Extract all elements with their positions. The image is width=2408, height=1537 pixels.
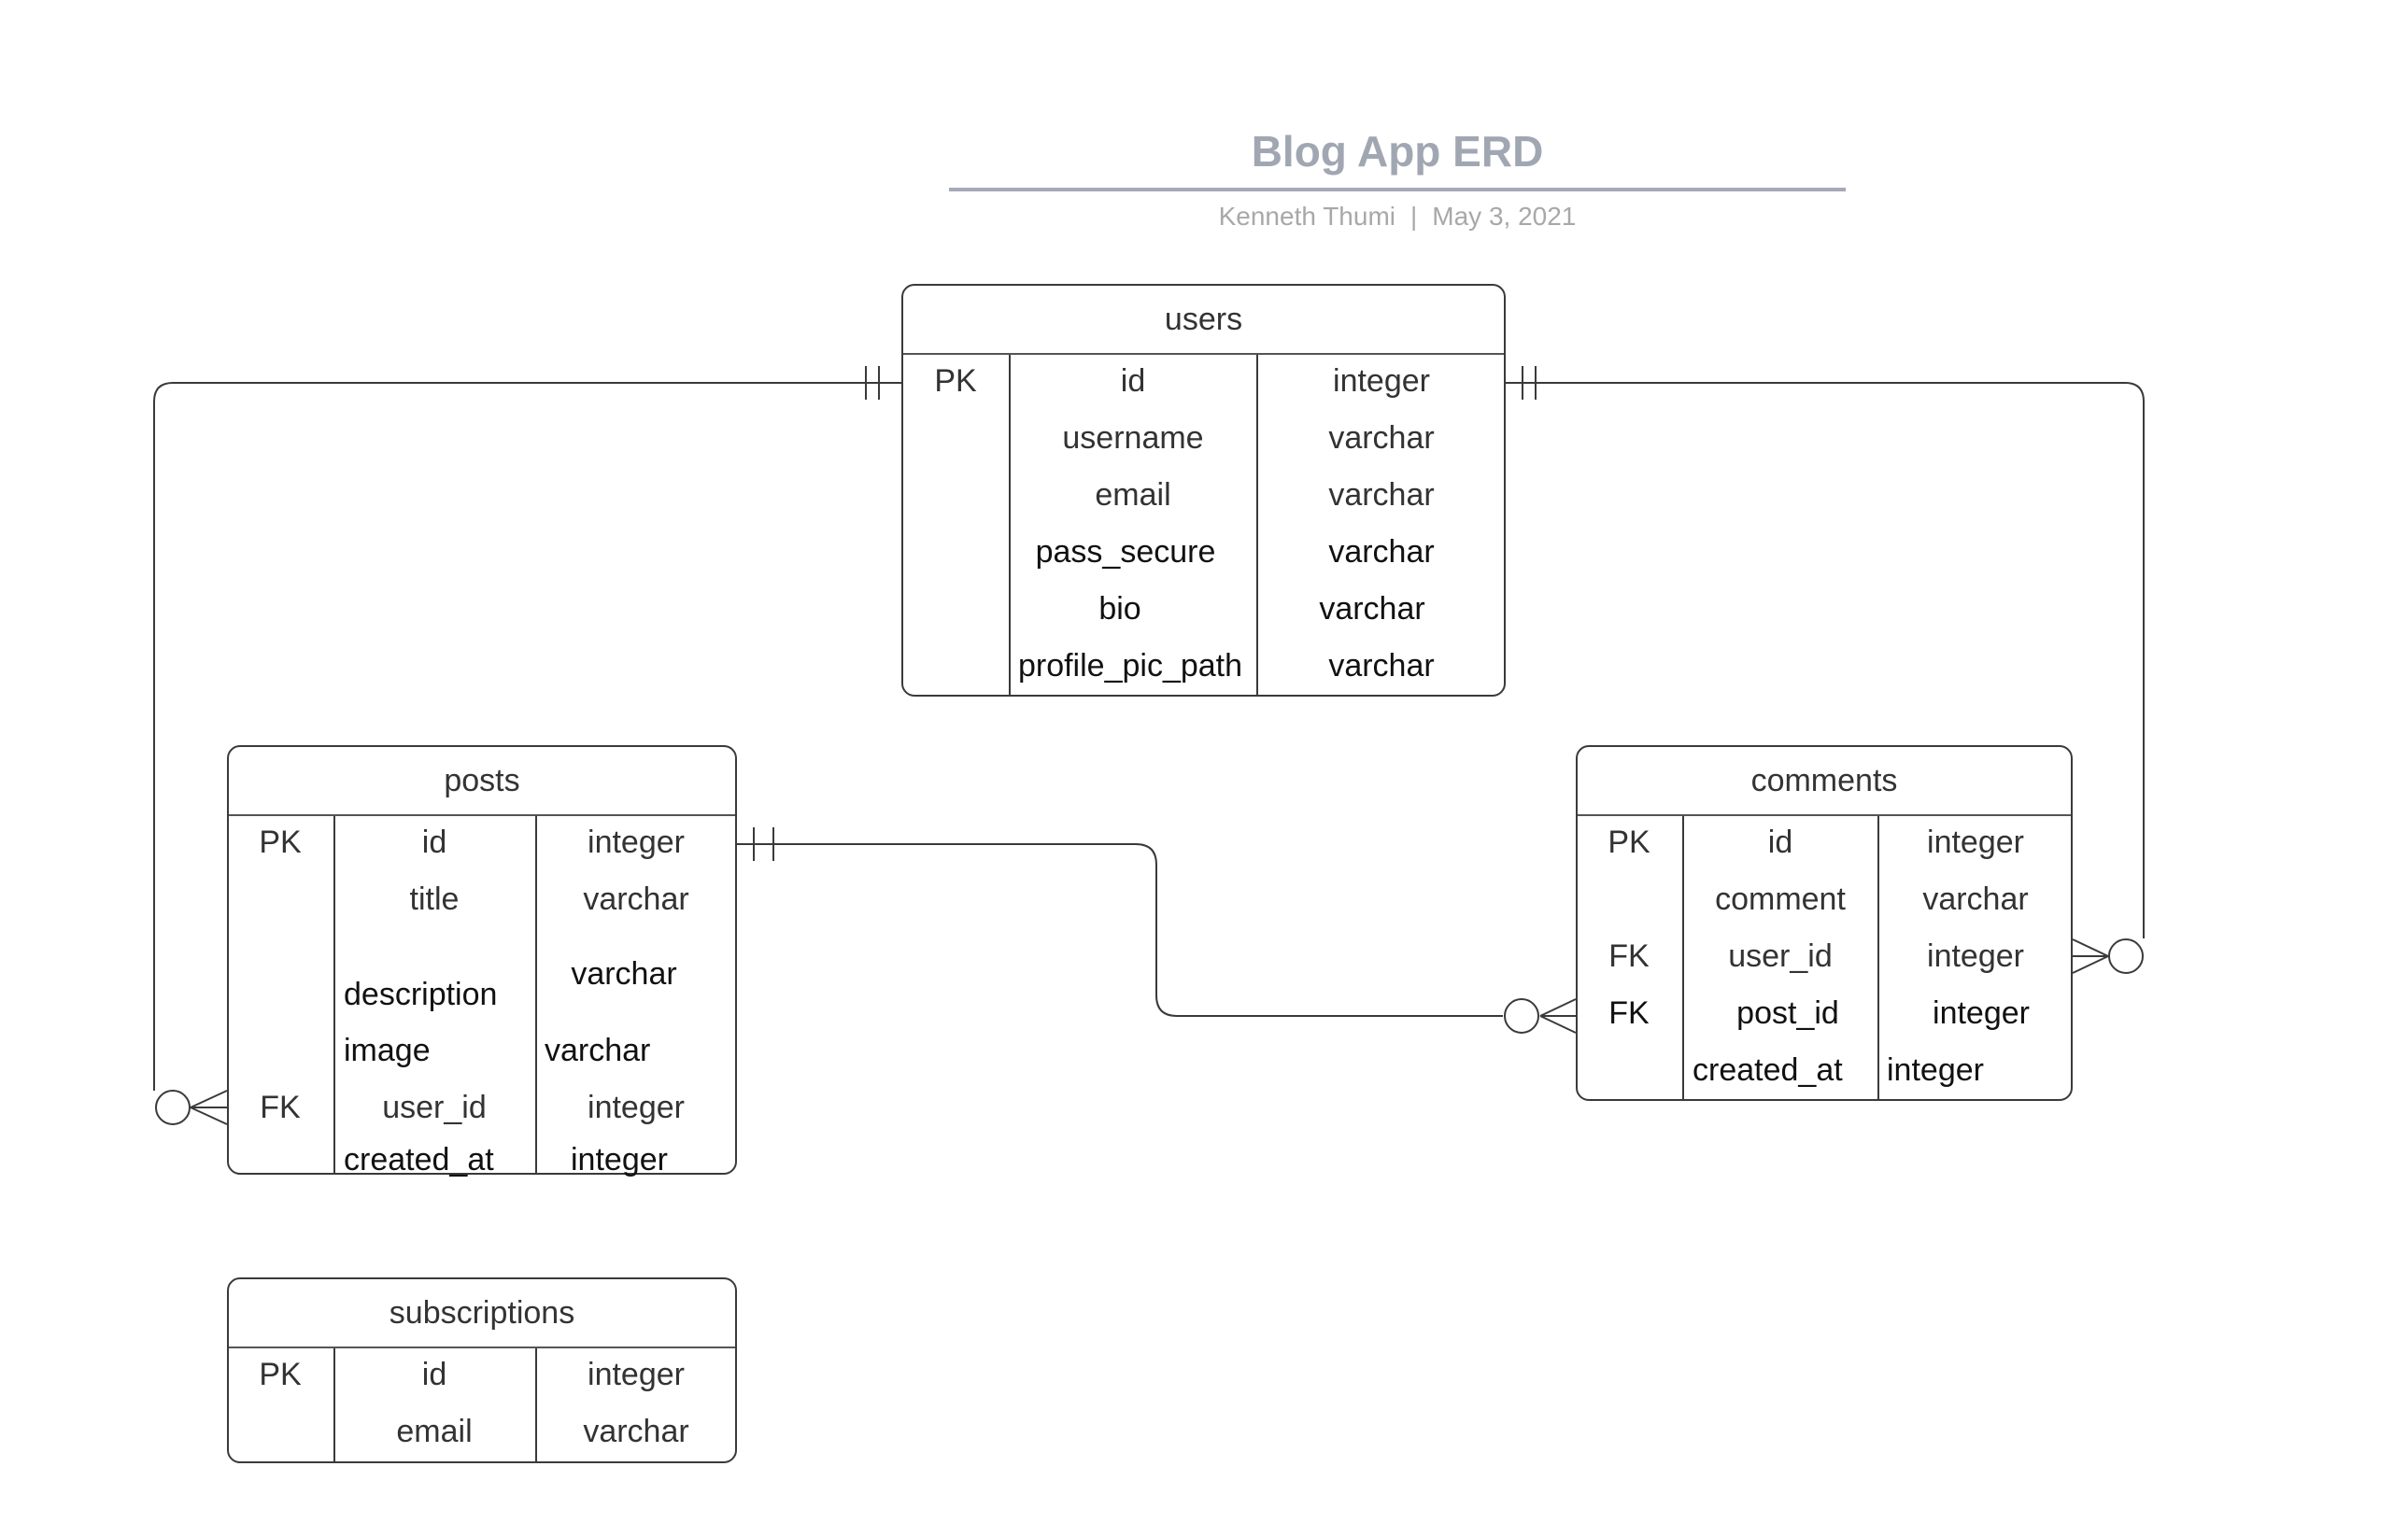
column-divider xyxy=(1877,816,1879,1099)
type-cell: integer xyxy=(588,1357,685,1392)
type-cell: integer xyxy=(571,1142,668,1177)
diagram-subtitle: Kenneth Thumi | May 3, 2021 xyxy=(949,202,1846,232)
column-divider xyxy=(333,1348,335,1461)
connector-line xyxy=(1504,382,2145,938)
column-divider xyxy=(1009,355,1011,695)
diagram-title: Blog App ERD xyxy=(1251,127,1544,176)
field-cell: email xyxy=(1095,477,1171,513)
field-cell: image xyxy=(344,1033,431,1068)
field-cell: title xyxy=(409,881,460,917)
field-cell: user_id xyxy=(1728,938,1833,974)
field-cell: created_at xyxy=(1693,1052,1843,1088)
crowfoot-prong xyxy=(2072,955,2109,974)
type-cell: varchar xyxy=(583,1414,689,1449)
field-cell: user_id xyxy=(382,1090,487,1125)
type-cell: integer xyxy=(588,825,685,860)
type-cell: integer xyxy=(1927,825,2024,860)
key-cell: PK xyxy=(259,825,302,860)
field-cell: id xyxy=(421,825,447,860)
column-divider xyxy=(535,1348,537,1461)
subtitle-separator: | xyxy=(1410,202,1418,231)
key-cell: PK xyxy=(934,363,977,399)
crowfoot-prong xyxy=(1539,1015,1577,1034)
field-cell: description xyxy=(344,977,498,1012)
type-cell: integer xyxy=(588,1090,685,1125)
column-divider xyxy=(333,816,335,1173)
author-name: Kenneth Thumi xyxy=(1218,202,1395,231)
entity-subscriptions[interactable]: subscriptions PK id integer email varcha… xyxy=(227,1277,737,1463)
entity-posts[interactable]: posts PK id integer title varchar descri… xyxy=(227,745,737,1177)
field-cell: email xyxy=(396,1414,473,1449)
type-cell: varchar xyxy=(1319,591,1425,627)
field-cell: username xyxy=(1062,420,1204,456)
field-cell: id xyxy=(421,1357,447,1392)
entity-title: comments xyxy=(1578,747,2071,816)
entity-users[interactable]: users PK id integer username varchar ema… xyxy=(901,284,1506,697)
crowfoot-prong xyxy=(190,1107,228,1125)
entity-title: posts xyxy=(229,747,735,816)
type-cell: varchar xyxy=(1328,477,1435,513)
type-cell: varchar xyxy=(583,881,689,917)
key-cell: FK xyxy=(260,1090,301,1125)
key-cell: PK xyxy=(1608,825,1650,860)
connector-line xyxy=(153,382,901,1091)
entity-comments[interactable]: comments PK id integer comment varchar F… xyxy=(1576,745,2073,1101)
field-cell: created_at xyxy=(344,1142,494,1177)
field-cell: comment xyxy=(1715,881,1846,917)
column-divider xyxy=(535,816,537,1173)
type-cell: integer xyxy=(1887,1052,1984,1088)
field-cell: id xyxy=(1767,825,1793,860)
type-cell: integer xyxy=(1333,363,1430,399)
type-cell: integer xyxy=(1933,995,2030,1031)
relationship-users-posts[interactable] xyxy=(153,366,901,1125)
title-underline xyxy=(949,188,1846,191)
zero-mark xyxy=(2108,938,2144,974)
relationship-posts-comments[interactable] xyxy=(737,827,1577,1034)
zero-mark xyxy=(155,1090,191,1125)
type-cell: varchar xyxy=(1328,420,1435,456)
type-cell: varchar xyxy=(1328,648,1435,684)
connector-line xyxy=(737,843,1503,1017)
field-cell: bio xyxy=(1098,591,1141,627)
key-cell: FK xyxy=(1608,938,1650,974)
crowfoot-prong xyxy=(1539,998,1577,1017)
field-cell: post_id xyxy=(1736,995,1839,1031)
type-cell: varchar xyxy=(1328,534,1435,570)
crowfoot-prong xyxy=(190,1090,228,1108)
diagram-date: May 3, 2021 xyxy=(1432,202,1577,231)
field-cell: pass_secure xyxy=(1035,534,1216,570)
type-cell: integer xyxy=(1927,938,2024,974)
column-divider xyxy=(1256,355,1258,695)
column-divider xyxy=(1682,816,1684,1099)
entity-title: users xyxy=(903,286,1504,355)
key-cell: FK xyxy=(1608,995,1650,1031)
field-cell: profile_pic_path xyxy=(1017,648,1243,684)
crowfoot-prong xyxy=(2072,938,2109,957)
type-cell: varchar xyxy=(1922,881,2029,917)
key-cell: PK xyxy=(259,1357,302,1392)
zero-mark xyxy=(1504,998,1539,1034)
entity-title: subscriptions xyxy=(229,1279,735,1348)
type-cell: varchar xyxy=(571,956,677,992)
field-cell: id xyxy=(1120,363,1146,399)
type-cell: varchar xyxy=(545,1033,651,1068)
relationship-users-comments[interactable] xyxy=(1504,366,2145,974)
